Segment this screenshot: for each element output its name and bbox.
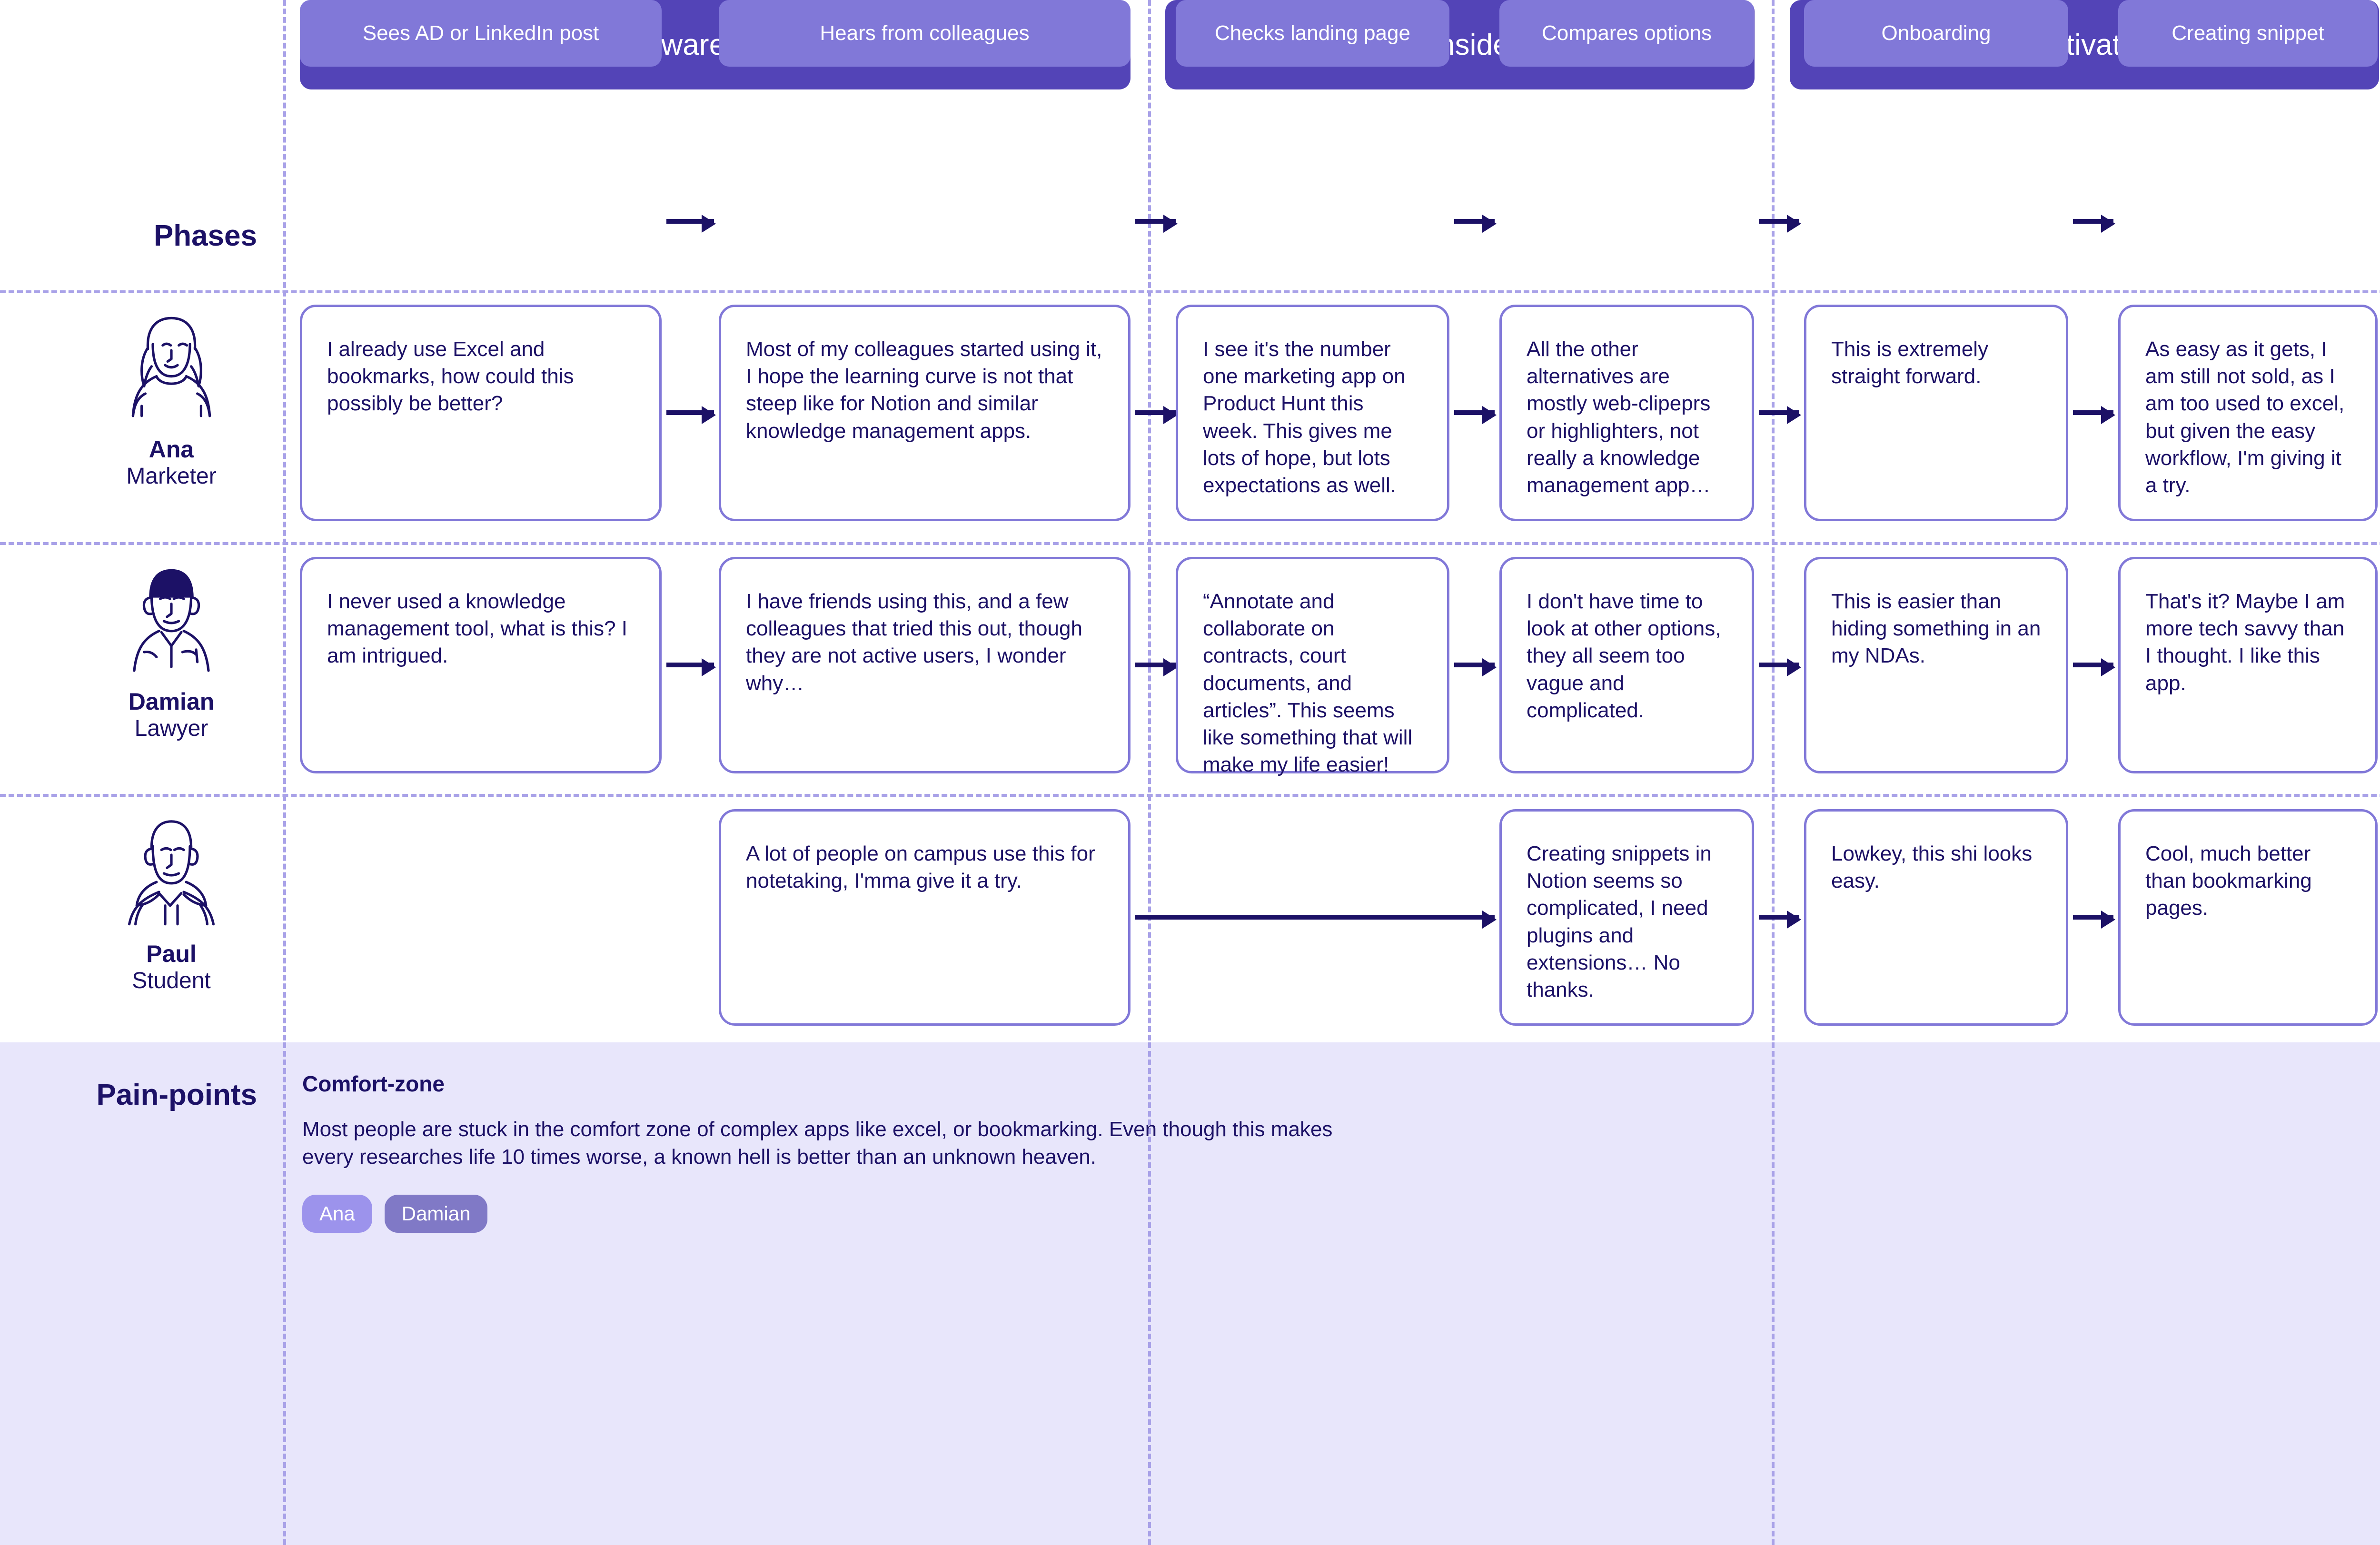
quote-arrow-damian-2-3 bbox=[1135, 658, 1178, 676]
step-label: Sees AD or LinkedIn post bbox=[362, 21, 599, 45]
phase-divider-pain bbox=[1148, 1042, 1151, 1545]
row-divider bbox=[0, 794, 2380, 797]
hoodie-avatar-icon bbox=[128, 820, 215, 926]
row-divider bbox=[0, 290, 2380, 293]
quote-text: “Annotate and collaborate on contracts, … bbox=[1203, 590, 1413, 777]
quote-card-damian-5[interactable]: This is easier than hiding something in … bbox=[1804, 557, 2068, 773]
quote-text: Cool, much better than bookmarking pages… bbox=[2145, 842, 2312, 920]
step-chip-3[interactable]: Checks landing page bbox=[1176, 0, 1449, 67]
step-arrow-1-2 bbox=[666, 215, 716, 233]
quote-text: As easy as it gets, I am still not sold,… bbox=[2145, 337, 2345, 497]
quote-card-ana-4[interactable]: All the other alternatives are mostly we… bbox=[1499, 305, 1754, 521]
quote-text: Lowkey, this shi looks easy. bbox=[1831, 842, 2033, 893]
quote-text: I have friends using this, and a few col… bbox=[746, 590, 1082, 695]
persona-role: Student bbox=[132, 968, 211, 993]
pain-point-card-1[interactable]: Comfort-zone Most people are stuck in th… bbox=[302, 1071, 1340, 1233]
quote-card-paul-2[interactable]: A lot of people on campus use this for n… bbox=[719, 809, 1130, 1026]
quote-text: Creating snippets in Notion seems so com… bbox=[1527, 842, 1712, 1001]
step-arrow-5-6 bbox=[2073, 215, 2115, 233]
quote-text: I never used a knowledge management tool… bbox=[327, 590, 627, 668]
phase-divider-pain bbox=[1772, 1042, 1775, 1545]
quote-card-damian-3[interactable]: “Annotate and collaborate on contracts, … bbox=[1176, 557, 1449, 777]
woman-avatar-icon bbox=[131, 317, 211, 417]
quote-text: I see it's the number one marketing app … bbox=[1203, 337, 1406, 497]
quote-arrow-ana-5-6 bbox=[2073, 406, 2115, 424]
frame-corner bbox=[0, 0, 57, 57]
quote-arrow-damian-5-6 bbox=[2073, 658, 2115, 676]
quote-card-damian-6[interactable]: That's it? Maybe I am more tech savvy th… bbox=[2118, 557, 2378, 773]
quote-arrow-ana-4-5 bbox=[1759, 406, 1801, 424]
quote-card-ana-2[interactable]: Most of my colleagues started using it, … bbox=[719, 305, 1130, 521]
persona-paul: Paul Student bbox=[71, 812, 271, 994]
quote-text: That's it? Maybe I am more tech savvy th… bbox=[2145, 590, 2345, 695]
quote-arrow-paul-2-4 bbox=[1135, 911, 1497, 929]
phases-rail-label: Phases bbox=[153, 219, 257, 252]
quote-card-paul-6[interactable]: Cool, much better than bookmarking pages… bbox=[2118, 809, 2378, 1026]
phase-divider bbox=[283, 0, 286, 1545]
pain-point-body: Most people are stuck in the comfort zon… bbox=[302, 1118, 1333, 1169]
quote-text: A lot of people on campus use this for n… bbox=[746, 842, 1095, 893]
quote-arrow-damian-3-4 bbox=[1454, 658, 1497, 676]
quote-text: Most of my colleagues started using it, … bbox=[746, 337, 1102, 443]
step-arrow-4-5 bbox=[1759, 215, 1801, 233]
quote-text: All the other alternatives are mostly we… bbox=[1527, 337, 1711, 497]
quote-card-damian-4[interactable]: I don't have time to look at other optio… bbox=[1499, 557, 1754, 773]
step-chip-2[interactable]: Hears from colleagues bbox=[719, 0, 1130, 67]
persona-name: Ana bbox=[149, 436, 194, 463]
step-chip-6[interactable]: Creating snippet bbox=[2118, 0, 2378, 67]
persona-ana: Ana Marketer bbox=[71, 307, 271, 489]
step-label: Compares options bbox=[1541, 21, 1712, 45]
phase-divider-pain bbox=[283, 1042, 286, 1545]
persona-name: Damian bbox=[128, 688, 215, 715]
pain-point-title: Comfort-zone bbox=[302, 1071, 445, 1096]
quote-card-damian-1[interactable]: I never used a knowledge management tool… bbox=[300, 557, 662, 773]
step-arrow-2-3 bbox=[1135, 215, 1178, 233]
pain-point-tags: Ana Damian bbox=[302, 1195, 1340, 1233]
pain-points-band bbox=[0, 1042, 2380, 1545]
quote-arrow-paul-5-6 bbox=[2073, 911, 2115, 929]
quote-text: I don't have time to look at other optio… bbox=[1527, 590, 1721, 722]
quote-text: This is extremely straight forward. bbox=[1831, 337, 1989, 388]
quote-arrow-ana-1-2 bbox=[666, 406, 716, 424]
phase-divider bbox=[1772, 0, 1775, 1545]
step-chip-4[interactable]: Compares options bbox=[1499, 0, 1754, 67]
phase-divider bbox=[1148, 0, 1151, 1545]
quote-card-damian-2[interactable]: I have friends using this, and a few col… bbox=[719, 557, 1130, 773]
quote-card-ana-3[interactable]: I see it's the number one marketing app … bbox=[1176, 305, 1449, 521]
step-chip-5[interactable]: Onboarding bbox=[1804, 0, 2068, 67]
quote-arrow-ana-2-3 bbox=[1135, 406, 1178, 424]
step-label: Creating snippet bbox=[2172, 21, 2324, 45]
persona-role: Marketer bbox=[126, 464, 217, 489]
persona-tag-ana[interactable]: Ana bbox=[302, 1195, 372, 1233]
step-label: Checks landing page bbox=[1215, 21, 1410, 45]
pain-points-rail-label: Pain-points bbox=[96, 1079, 257, 1111]
step-chip-1[interactable]: Sees AD or LinkedIn post bbox=[300, 0, 662, 67]
quote-card-ana-1[interactable]: I already use Excel and bookmarks, how c… bbox=[300, 305, 662, 521]
step-label: Hears from colleagues bbox=[820, 21, 1030, 45]
man-avatar-icon bbox=[133, 569, 210, 672]
quote-arrow-damian-4-5 bbox=[1759, 658, 1801, 676]
quote-arrow-paul-4-5 bbox=[1759, 911, 1801, 929]
step-label: Onboarding bbox=[1881, 21, 1991, 45]
quote-arrow-damian-1-2 bbox=[666, 658, 716, 676]
quote-card-ana-6[interactable]: As easy as it gets, I am still not sold,… bbox=[2118, 305, 2378, 521]
persona-damian: Damian Lawyer bbox=[71, 559, 271, 742]
persona-role: Lawyer bbox=[134, 716, 208, 741]
persona-tag-damian[interactable]: Damian bbox=[384, 1195, 488, 1233]
quote-card-paul-4[interactable]: Creating snippets in Notion seems so com… bbox=[1499, 809, 1754, 1026]
quote-text: This is easier than hiding something in … bbox=[1831, 590, 2041, 668]
quote-text: I already use Excel and bookmarks, how c… bbox=[327, 337, 574, 416]
quote-card-paul-5[interactable]: Lowkey, this shi looks easy. bbox=[1804, 809, 2068, 1026]
persona-name: Paul bbox=[146, 941, 197, 967]
quote-arrow-ana-3-4 bbox=[1454, 406, 1497, 424]
quote-card-ana-5[interactable]: This is extremely straight forward. bbox=[1804, 305, 2068, 521]
row-divider bbox=[0, 542, 2380, 545]
step-arrow-3-4 bbox=[1454, 215, 1497, 233]
